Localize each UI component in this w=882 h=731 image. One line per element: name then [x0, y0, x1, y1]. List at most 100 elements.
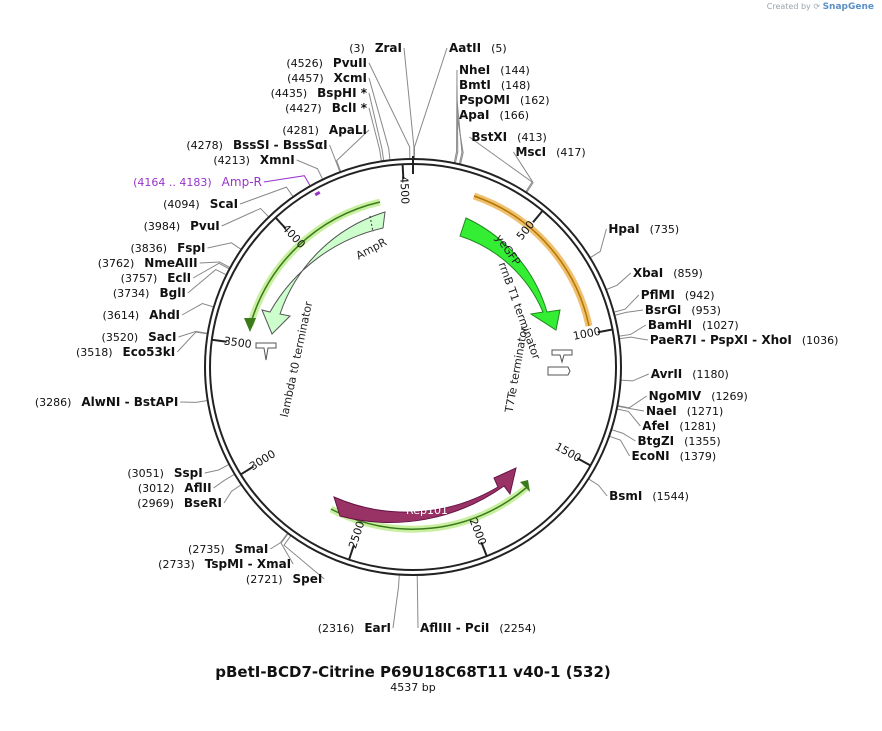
site-label-zrai[interactable]: (3)ZraI: [349, 41, 402, 55]
site-name: SacI: [148, 330, 176, 344]
leader-bsssi: [329, 144, 341, 173]
leader-tspmi: [280, 533, 294, 565]
leader-avrii: [620, 373, 649, 382]
site-position: (4526): [286, 57, 323, 70]
site-label-bsrgi[interactable]: BsrGI(953): [645, 303, 721, 317]
site-label-bmti[interactable]: BmtI(148): [459, 78, 530, 92]
lambda-terminator-symbol: [255, 342, 277, 361]
site-label-pvui[interactable]: (3984)PvuI: [144, 219, 220, 233]
leader-aflii: [213, 473, 235, 489]
site-label-aatii[interactable]: AatII(5): [449, 41, 507, 55]
site-position: (735): [650, 223, 680, 236]
site-label-bsphi[interactable]: (4435)BspHI *: [271, 86, 368, 100]
leader-pflmi: [613, 294, 640, 313]
site-label-nhei[interactable]: NheI(144): [459, 63, 530, 77]
site-label-ampr[interactable]: (4164 .. 4183)Amp-R: [133, 175, 262, 189]
site-label-nmeaiii[interactable]: (3762)NmeAIII: [98, 256, 198, 270]
site-position: (4427): [285, 102, 322, 115]
ampr-arrow: [261, 211, 386, 335]
site-name: PflMI: [641, 288, 675, 302]
site-position: (413): [517, 131, 547, 144]
leader-smai: [270, 532, 289, 550]
leader-naei: [617, 405, 645, 412]
credit-prefix: Created by: [766, 2, 811, 11]
site-label-paer7i[interactable]: PaeR7I - PspXI - XhoI(1036): [650, 333, 839, 347]
tick-label-3500: 3500: [223, 334, 252, 351]
site-label-eari[interactable]: (2316)EarI: [318, 621, 391, 635]
site-label-alwni[interactable]: (3286)AlwNI - BstAPI: [35, 395, 178, 409]
site-position: (942): [685, 289, 715, 302]
site-name: ApaI: [459, 108, 489, 122]
leader-bsrgi: [614, 309, 643, 316]
site-label-btgzi[interactable]: BtgZI(1355): [637, 434, 720, 448]
site-label-pspomi[interactable]: PspOMI(162): [459, 93, 550, 107]
site-label-hpai[interactable]: HpaI (735): [608, 222, 679, 236]
site-label-bgli[interactable]: (3734)BglI: [113, 286, 186, 300]
leader-eari: [392, 574, 400, 629]
site-position: (4164 .. 4183): [133, 176, 212, 189]
site-label-xcmi[interactable]: (4457)XcmI: [287, 71, 367, 85]
site-label-ahdi[interactable]: (3614)AhdI: [103, 308, 180, 322]
site-label-tspmi[interactable]: (2733)TspMI - XmaI: [158, 557, 291, 571]
site-label-bsmi[interactable]: BsmI(1544): [609, 489, 689, 503]
leader-ampr: [263, 175, 311, 187]
site-label-bstxi[interactable]: BstXI(413): [471, 130, 546, 144]
site-position: (4435): [271, 87, 308, 100]
site-position: (859): [673, 267, 703, 280]
site-label-naei[interactable]: NaeI(1271): [646, 404, 723, 418]
site-name: PaeR7I - PspXI - XhoI: [650, 333, 792, 347]
t7te-terminator-label: T7Te terminator: [502, 325, 530, 415]
site-position: (4281): [282, 124, 319, 137]
plasmid-size: 4537 bp: [390, 681, 436, 694]
orange-highlight-core: [473, 195, 590, 327]
site-position: (3734): [113, 287, 150, 300]
site-label-xmni[interactable]: (4213)XmnI: [213, 153, 294, 167]
site-label-scai[interactable]: (4094) ScaI: [163, 197, 238, 211]
site-label-spei[interactable]: (2721)SpeI: [246, 572, 322, 586]
tick-4000: [274, 216, 287, 230]
leader-bcli: [368, 107, 382, 162]
site-label-econi[interactable]: EcoNI(1379): [632, 449, 717, 463]
site-label-ecli[interactable]: (3757)EclI: [121, 271, 191, 285]
site-label-avrii[interactable]: AvrII(1180): [651, 367, 729, 381]
site-position: (2969): [137, 497, 174, 510]
site-label-sspi[interactable]: (3051)SspI: [127, 466, 202, 480]
site-label-ngomiv[interactable]: NgoMIV(1269): [649, 389, 748, 403]
green-highlight-amp-core: [249, 201, 381, 327]
leader-xcmi: [368, 77, 391, 161]
site-label-pvuii[interactable]: (4526)PvuII: [286, 56, 367, 70]
site-label-smai[interactable]: (2735)SmaI: [188, 542, 268, 556]
site-name: HpaI: [608, 222, 639, 236]
site-label-bcli[interactable]: (4427)BclI *: [285, 101, 368, 115]
tick-label-1000: 1000: [572, 325, 602, 343]
site-name: ScaI: [210, 197, 238, 211]
site-label-apai[interactable]: ApaI(166): [459, 108, 529, 122]
site-position: (3): [349, 42, 365, 55]
tick-500: [532, 210, 544, 223]
site-label-saci[interactable]: (3520) SacI: [102, 330, 177, 344]
site-name: XbaI: [633, 266, 663, 280]
site-label-aflii[interactable]: (3012)AflII: [138, 481, 212, 495]
site-name: NaeI: [646, 404, 677, 418]
site-label-afliii[interactable]: AflIII - PciI(2254): [420, 621, 536, 635]
site-label-xbai[interactable]: XbaI (859): [633, 266, 703, 280]
site-label-apali[interactable]: (4281)ApaLI: [282, 123, 367, 137]
site-label-bsssi[interactable]: (4278)BssSI - BssSαI: [186, 138, 327, 152]
site-position: (3012): [138, 482, 175, 495]
leader-scai: [239, 186, 294, 205]
site-name: EcoNI: [632, 449, 670, 463]
site-label-msci[interactable]: MscI(417): [515, 145, 585, 159]
tick-label-2500: 2500: [346, 519, 367, 550]
site-label-fspi[interactable]: (3836)FspI: [131, 241, 206, 255]
site-name: BmtI: [459, 78, 491, 92]
site-position: (4094): [163, 198, 200, 211]
site-label-bseri[interactable]: (2969)BseRI: [137, 496, 222, 510]
tick-3000: [240, 465, 255, 476]
site-label-eco53ki[interactable]: (3518)Eco53kI: [76, 345, 175, 359]
site-label-pflmi[interactable]: PflMI (942): [641, 288, 715, 302]
site-label-afei[interactable]: AfeI(1281): [642, 419, 716, 433]
site-label-bamhi[interactable]: BamHI(1027): [648, 318, 739, 332]
site-position: (3518): [76, 346, 113, 359]
site-position: (3520): [102, 331, 139, 344]
